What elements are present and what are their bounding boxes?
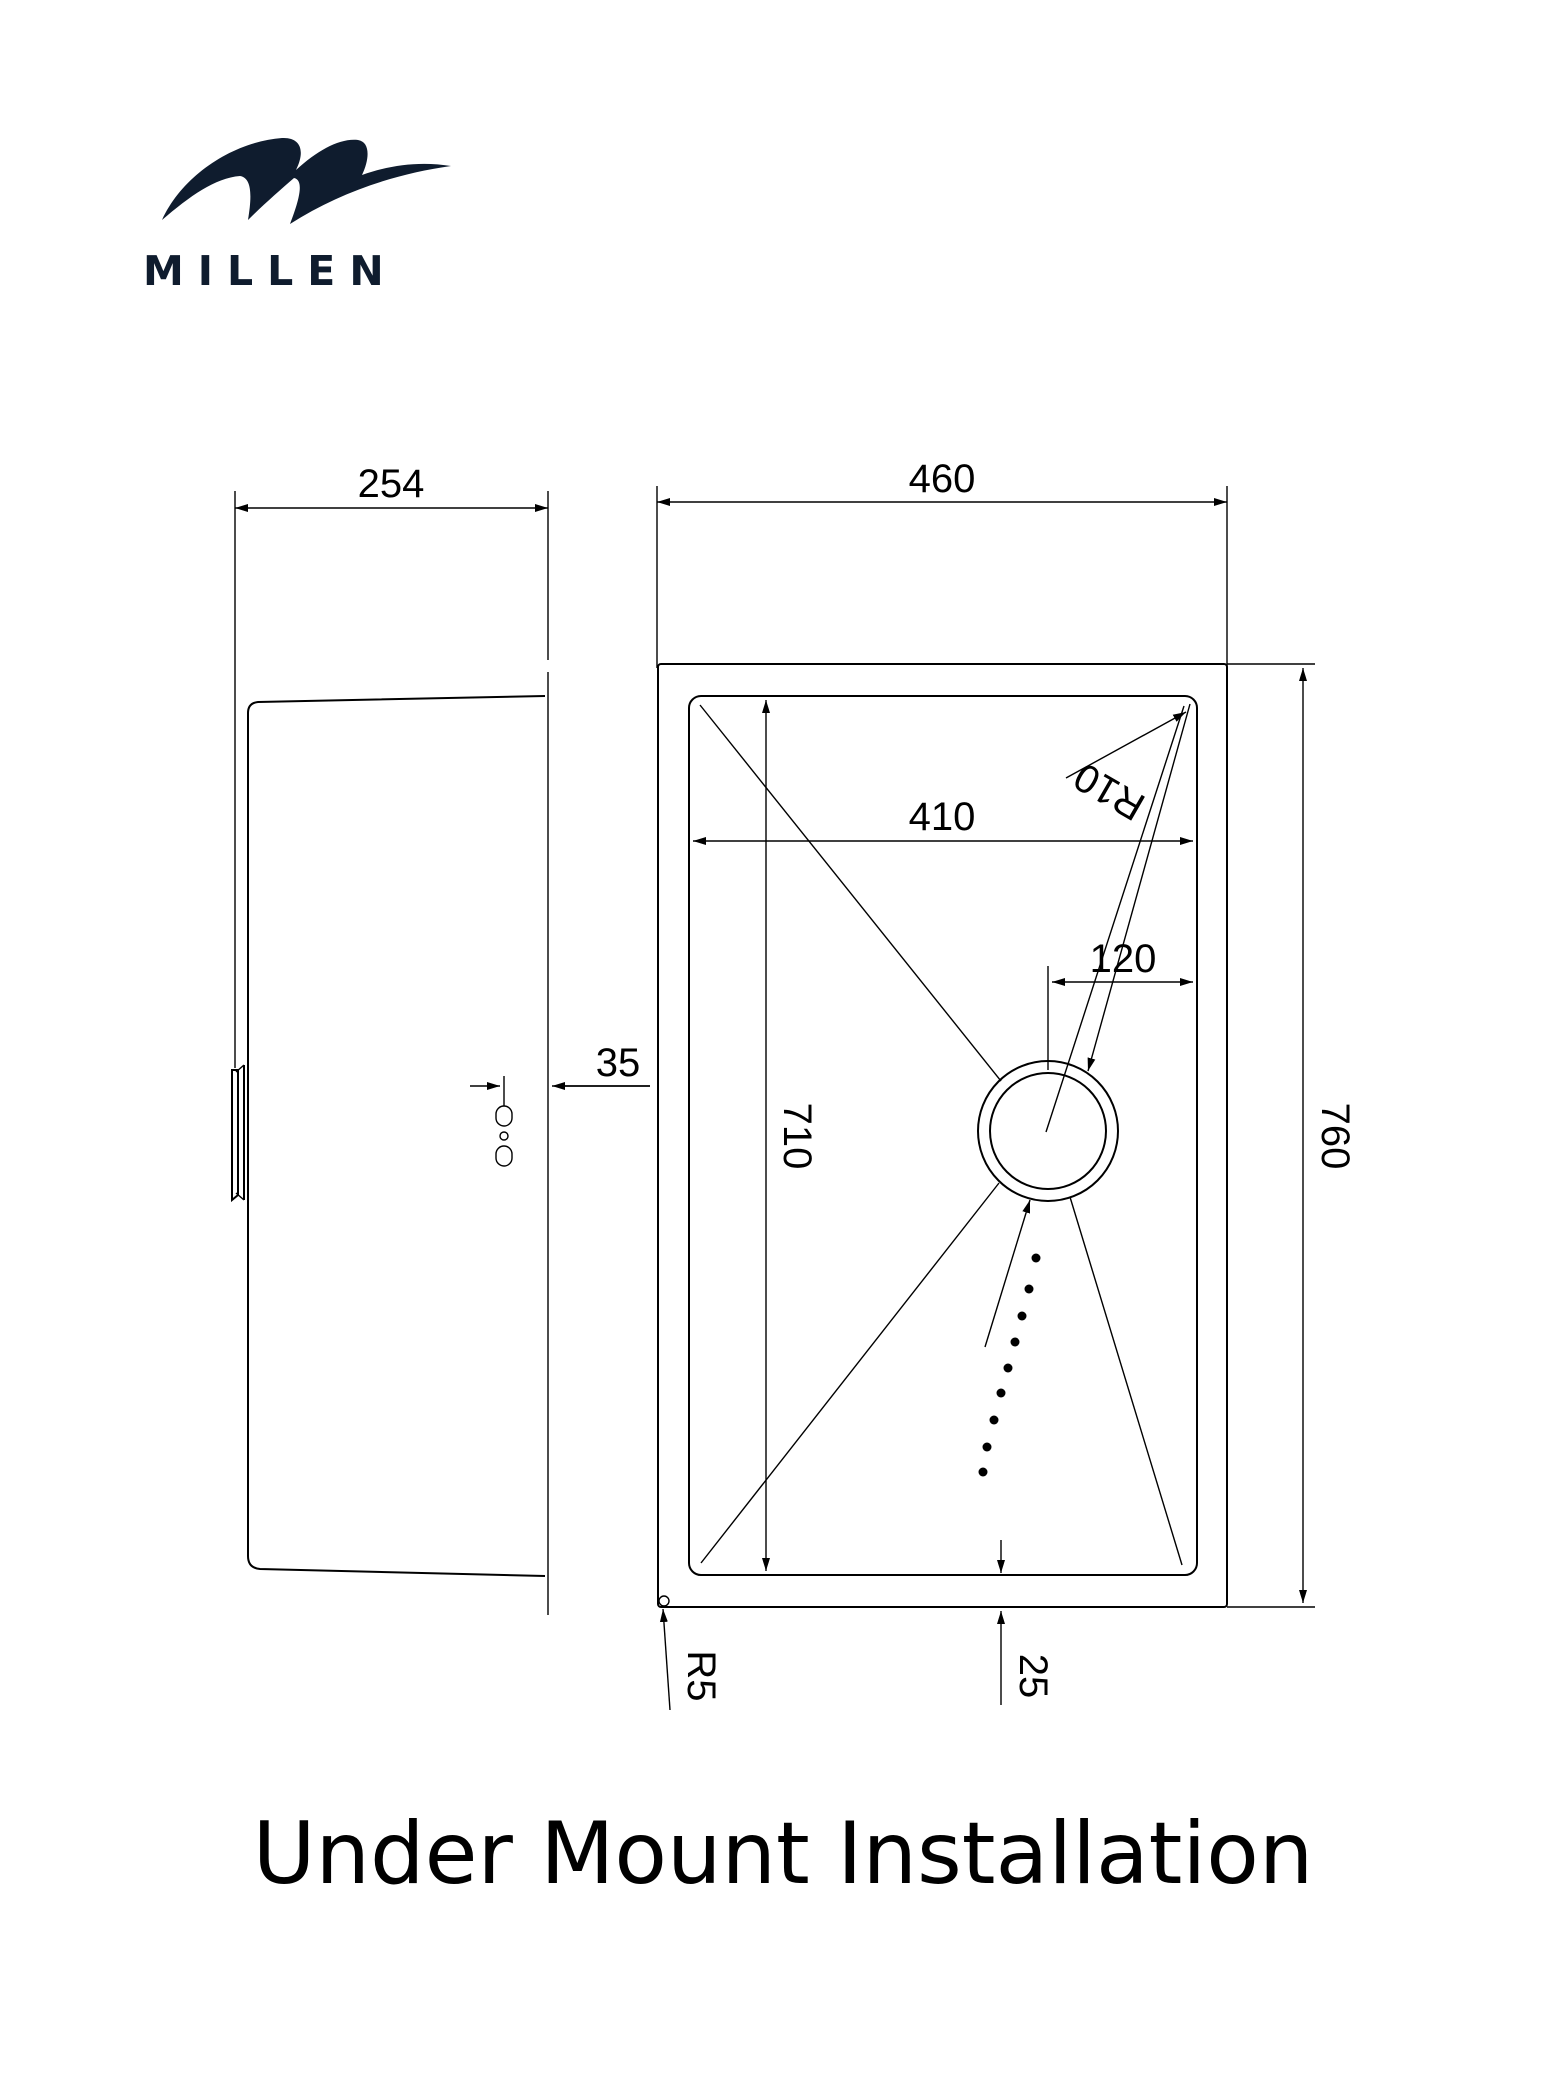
slope-line: [1045, 705, 1185, 1133]
slope-line: [1069, 1196, 1183, 1566]
top-view: 460 760 710 410 120 R10: [656, 457, 1357, 1711]
logo-wave-icon: [162, 137, 451, 224]
side-view: 254 35: [231, 462, 650, 1615]
dim-label-bottom-offset: 25: [1011, 1654, 1055, 1699]
drain-side-bump: [231, 1065, 245, 1203]
dim-label-corner-radius-outer: R5: [679, 1650, 723, 1701]
sink-inner-bowl: [688, 695, 1198, 1576]
overflow-hole-icon: [495, 1076, 513, 1167]
sink-outer-rim: [657, 663, 1228, 1608]
dim-label-corner-radius-inner: R10: [1067, 754, 1153, 829]
drain-inner-ring: [989, 1072, 1107, 1190]
slope-line: [700, 1182, 1000, 1564]
brand-name: MILLEN: [143, 247, 398, 295]
dim-label-inner-length: 710: [775, 1103, 819, 1170]
flow-dots: [978, 1253, 1041, 1477]
drain-outer-ring: [977, 1060, 1119, 1202]
dim-label-overall-width: 460: [909, 457, 976, 501]
slope-line: [699, 704, 1002, 1082]
dim-label-side-width: 254: [358, 462, 425, 506]
millen-logo: MILLEN: [143, 137, 451, 295]
installation-caption: Under Mount Installation: [253, 1804, 1314, 1904]
dim-label-rim-height: 35: [596, 1041, 641, 1085]
dim-label-overall-length: 760: [1313, 1103, 1357, 1170]
sink-side-profile: [247, 695, 546, 1577]
dim-label-inner-width: 410: [909, 795, 976, 839]
